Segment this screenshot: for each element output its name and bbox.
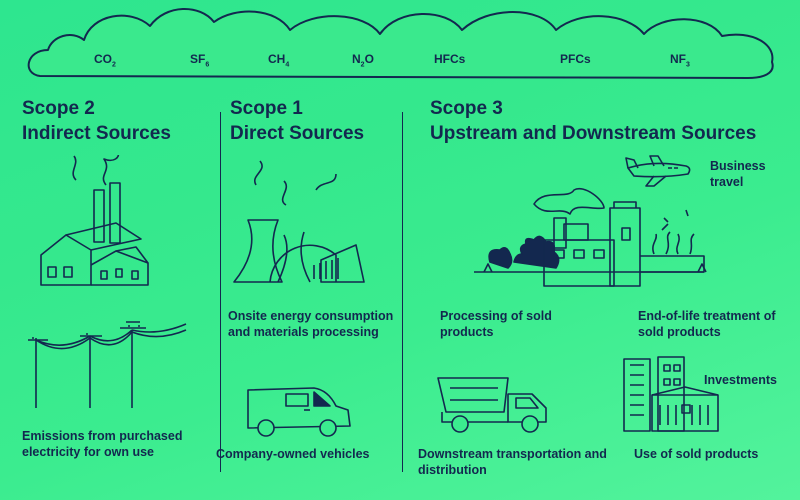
investments-caption: Investments [704,373,777,387]
van-illustration [244,380,354,440]
factory-illustration [36,155,156,290]
end-of-life-caption: End-of-life treatment of sold products [638,309,776,339]
dump-truck-illustration [436,372,554,438]
gas-nf3: NF3 [670,52,690,69]
gas-pfcs: PFCs [560,52,591,66]
processing-caption: Processing of sold products [440,309,552,339]
gas-co2: CO2 [94,52,116,69]
scope2-caption: Emissions from purchased electricity for… [22,429,183,459]
gas-sf6: SF6 [190,52,210,69]
transportation-caption: Downstream transportation and distributi… [418,447,607,477]
gas-n2o: N2O [352,52,374,69]
processing-plant-illustration [464,184,714,294]
scope1-energy-caption: Onsite energy consumption and materials … [228,309,394,339]
power-lines-illustration [28,318,188,408]
column-divider-2 [402,112,403,472]
gas-ch4: CH4 [268,52,290,69]
buildings-illustration [618,355,728,435]
gas-hfcs: HFCs [434,52,466,66]
use-of-products-caption: Use of sold products [634,447,759,461]
scope1-vehicles-caption: Company-owned vehicles [216,447,370,461]
airplane-illustration [624,152,694,192]
column-divider-1 [220,112,221,472]
cloud-outline [27,8,774,79]
power-plant-illustration [226,160,376,295]
business-travel-caption: Business travel [710,159,766,189]
